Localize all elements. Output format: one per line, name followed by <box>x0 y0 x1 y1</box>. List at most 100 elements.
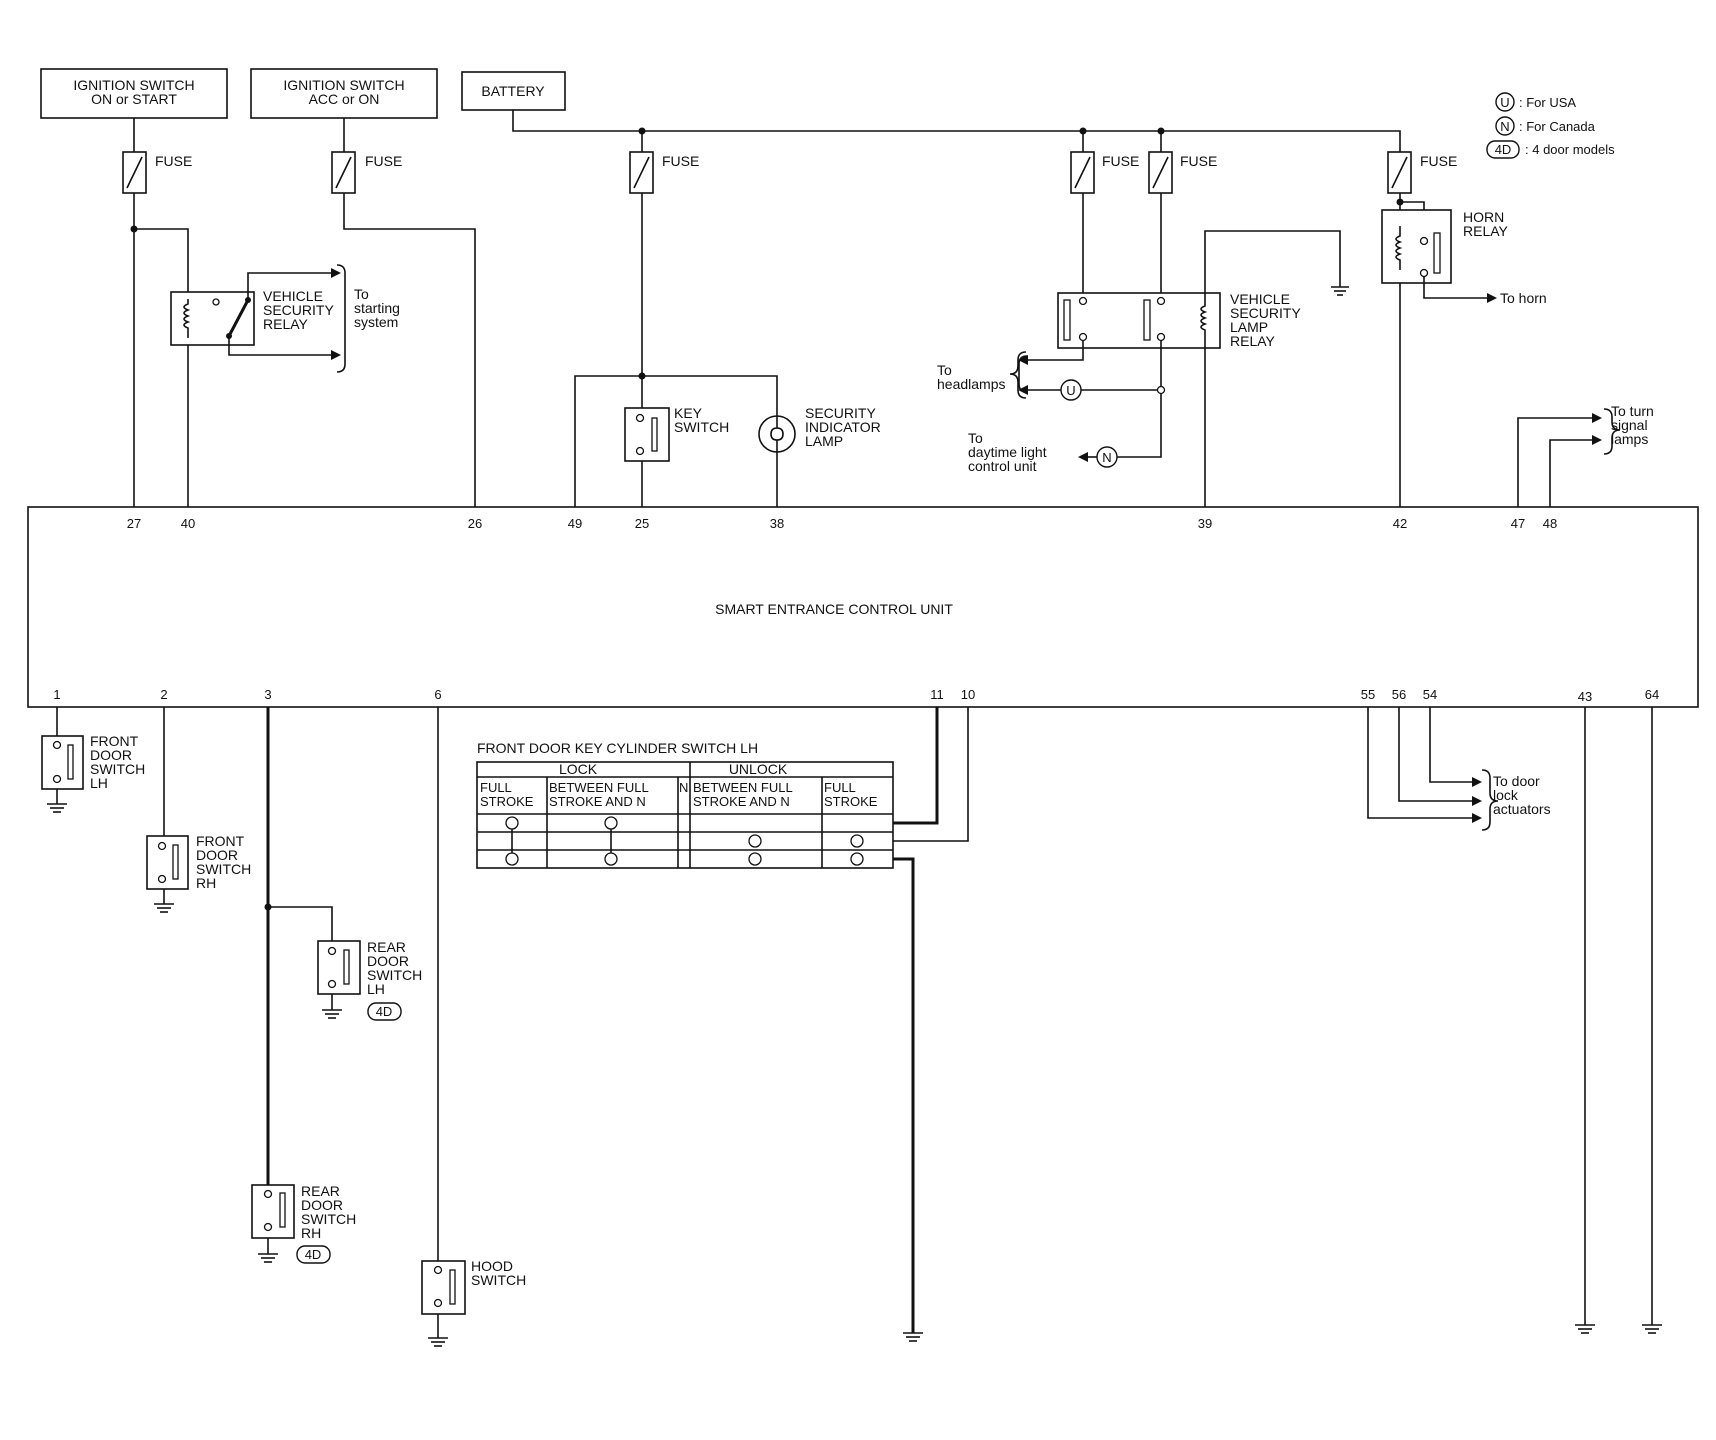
svg-text:1: 1 <box>53 687 60 702</box>
svg-text:38: 38 <box>770 516 784 531</box>
svg-text:signal: signal <box>1611 417 1648 433</box>
svg-text:DOOR: DOOR <box>196 847 238 863</box>
svg-text:HORN: HORN <box>1463 209 1504 225</box>
svg-text:: For Canada: : For Canada <box>1519 119 1596 134</box>
fuse-1: FUSE <box>122 151 192 194</box>
svg-text:RELAY: RELAY <box>1463 223 1509 239</box>
to-horn-label: To horn <box>1500 290 1547 306</box>
svg-text:lock: lock <box>1493 787 1519 803</box>
svg-text:54: 54 <box>1423 687 1437 702</box>
svg-text:FRONT: FRONT <box>90 733 139 749</box>
svg-text:DOOR: DOOR <box>367 953 409 969</box>
svg-text:To door: To door <box>1493 773 1540 789</box>
svg-text:LAMP: LAMP <box>1230 319 1268 335</box>
to-starting-label: To starting system <box>354 286 400 330</box>
svg-text:49: 49 <box>568 516 582 531</box>
ground-symbol <box>1331 286 1349 296</box>
svg-text:To: To <box>354 286 369 302</box>
svg-text:headlamps: headlamps <box>937 376 1006 392</box>
ground-symbol <box>154 903 174 913</box>
svg-text:IGNITION SWITCH: IGNITION SWITCH <box>73 77 194 93</box>
svg-text:VEHICLE: VEHICLE <box>1230 291 1290 307</box>
svg-text:FUSE: FUSE <box>1420 153 1457 169</box>
svg-text:48: 48 <box>1543 516 1557 531</box>
svg-text:N: N <box>679 780 688 795</box>
svg-text:SWITCH: SWITCH <box>674 419 729 435</box>
svg-text:4D: 4D <box>305 1247 322 1262</box>
svg-text:SWITCH: SWITCH <box>90 761 145 777</box>
hood-switch: HOOD SWITCH <box>421 1258 526 1315</box>
key-cylinder-switch-table: FRONT DOOR KEY CYLINDER SWITCH LH LOCK U… <box>476 740 894 869</box>
ground-symbol <box>1642 1324 1662 1334</box>
svg-text:lamps: lamps <box>1611 431 1648 447</box>
svg-text:SWITCH: SWITCH <box>301 1211 356 1227</box>
fuse-3: FUSE <box>629 151 699 194</box>
key-switch: KEY SWITCH <box>624 405 729 462</box>
svg-text:ON or START: ON or START <box>91 91 177 107</box>
svg-text:4D: 4D <box>1495 142 1512 157</box>
svg-text:BATTERY: BATTERY <box>481 83 545 99</box>
vehicle-security-relay: VEHICLE SECURITY RELAY <box>170 288 334 346</box>
svg-text:FULL: FULL <box>480 780 512 795</box>
svg-text:55: 55 <box>1361 687 1375 702</box>
ground-symbol <box>47 803 67 813</box>
svg-text:SECURITY: SECURITY <box>1230 305 1301 321</box>
svg-text:DOOR: DOOR <box>301 1197 343 1213</box>
ground-symbol <box>903 1332 923 1342</box>
svg-text:11: 11 <box>930 687 944 702</box>
svg-text:FUSE: FUSE <box>1102 153 1139 169</box>
svg-text:STROKE AND N: STROKE AND N <box>549 794 646 809</box>
legend: U : For USA N : For Canada 4D : 4 door m… <box>1486 92 1615 159</box>
svg-text:INDICATOR: INDICATOR <box>805 419 881 435</box>
svg-text:6: 6 <box>434 687 441 702</box>
svg-text:REAR: REAR <box>367 939 406 955</box>
horn-relay: HORN RELAY <box>1381 209 1509 284</box>
svg-text:LAMP: LAMP <box>805 433 843 449</box>
svg-text:FUSE: FUSE <box>1180 153 1217 169</box>
svg-text:4D: 4D <box>376 1004 393 1019</box>
svg-text:daytime light: daytime light <box>968 444 1047 460</box>
svg-text:BETWEEN FULL: BETWEEN FULL <box>549 780 649 795</box>
svg-text:39: 39 <box>1198 516 1212 531</box>
to-door-lock-label: To door lock actuators <box>1493 773 1551 817</box>
svg-text:42: 42 <box>1393 516 1407 531</box>
svg-text:FUSE: FUSE <box>662 153 699 169</box>
svg-text:STROKE AND N: STROKE AND N <box>693 794 790 809</box>
svg-text:43: 43 <box>1578 689 1592 704</box>
svg-text:REAR: REAR <box>301 1183 340 1199</box>
svg-text:SECURITY: SECURITY <box>263 302 334 318</box>
smart-entrance-control-unit: SMART ENTRANCE CONTROL UNIT <box>27 506 1699 708</box>
svg-text:RELAY: RELAY <box>263 316 309 332</box>
svg-text:N: N <box>1500 119 1509 134</box>
svg-text:ACC or ON: ACC or ON <box>309 91 380 107</box>
svg-text:To: To <box>937 362 952 378</box>
svg-text:SECURITY: SECURITY <box>805 405 876 421</box>
svg-text:26: 26 <box>468 516 482 531</box>
svg-text:RH: RH <box>301 1225 321 1241</box>
usa-marker: U <box>1060 379 1082 401</box>
svg-text:3: 3 <box>264 687 271 702</box>
svg-text:RELAY: RELAY <box>1230 333 1276 349</box>
svg-text:LOCK: LOCK <box>559 761 598 777</box>
svg-text:STROKE: STROKE <box>824 794 878 809</box>
svg-text:starting: starting <box>354 300 400 316</box>
svg-text:VEHICLE: VEHICLE <box>263 288 323 304</box>
svg-text:SMART ENTRANCE CONTROL UNIT: SMART ENTRANCE CONTROL UNIT <box>715 601 953 617</box>
to-headlamps-label: To headlamps <box>937 362 1006 392</box>
ground-symbol <box>322 1009 342 1019</box>
ground-symbol <box>1575 1324 1595 1334</box>
ground-symbol <box>258 1253 278 1263</box>
svg-text:To: To <box>968 430 983 446</box>
svg-text:DOOR: DOOR <box>90 747 132 763</box>
canada-marker: N <box>1096 446 1118 468</box>
svg-text:KEY: KEY <box>674 405 703 421</box>
svg-text:FRONT DOOR KEY CYLINDER SWITCH: FRONT DOOR KEY CYLINDER SWITCH LH <box>477 740 758 756</box>
fuse-5: FUSE <box>1148 151 1217 194</box>
svg-text:BETWEEN FULL: BETWEEN FULL <box>693 780 793 795</box>
to-turn-signal-label: To turn signal lamps <box>1611 403 1654 447</box>
rear-door-switch-rh: REAR DOOR SWITCH RH 4D <box>251 1183 356 1264</box>
svg-text:N: N <box>1102 450 1111 465</box>
svg-text:25: 25 <box>635 516 649 531</box>
svg-text:SWITCH: SWITCH <box>196 861 251 877</box>
